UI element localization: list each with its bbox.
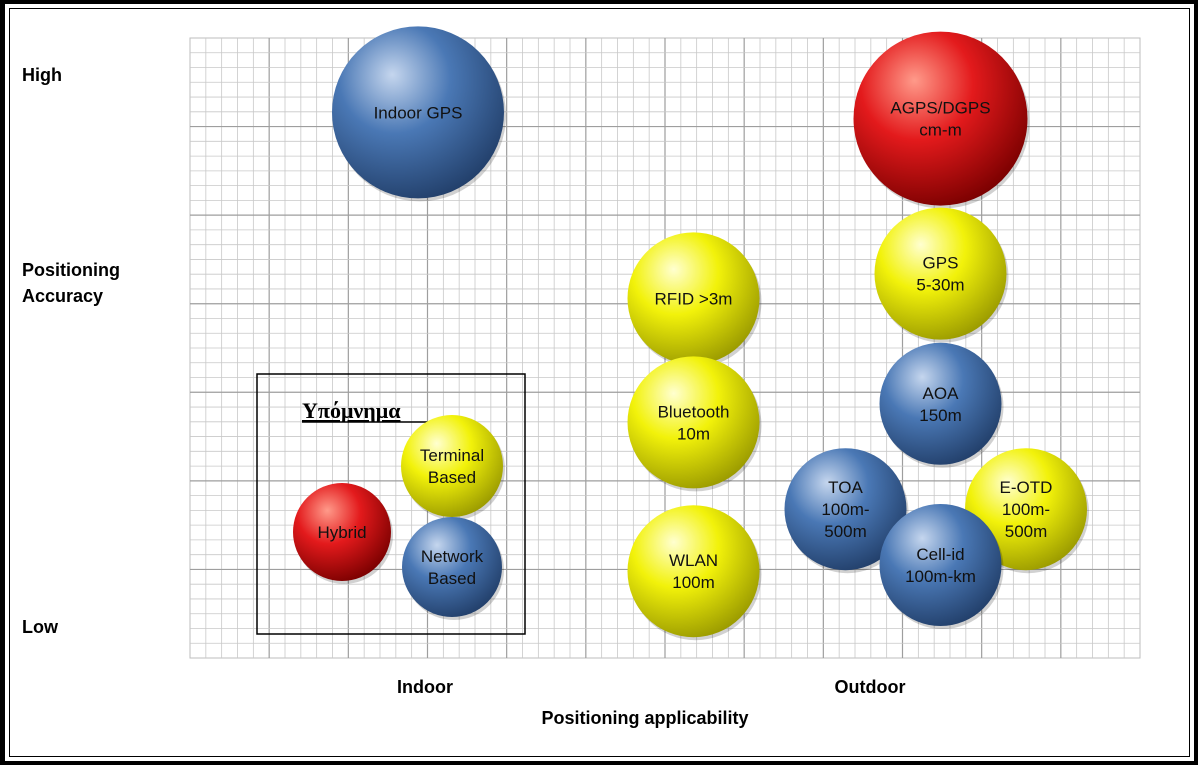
bubble-wlan-100m: WLAN 100m (627, 505, 762, 641)
x-category-indoor: Indoor (397, 677, 453, 697)
bubble-toa-100m-500m-circle (784, 448, 907, 571)
legend-item-network-label-0: Network (421, 547, 484, 566)
bubble-toa-100m-500m-label-0: TOA (828, 478, 863, 497)
bubble-agps-dgps-cm-m-label-0: AGPS/DGPS (890, 99, 990, 118)
legend-item-terminal-circle (401, 415, 503, 517)
legend-item-hybrid-circle (293, 483, 391, 581)
bubble-e-otd-100m-500m-label-0: E-OTD (1000, 478, 1053, 497)
legend-title: Υπόμνημα (302, 398, 401, 423)
bubble-cell-id-100m-km-circle (879, 504, 1002, 626)
bubble-agps-dgps-cm-m-circle (853, 31, 1028, 206)
bubble-toa-100m-500m: TOA 100m- 500m (784, 448, 909, 574)
y-tick-low: Low (22, 617, 58, 637)
bubble-rfid-3m-circle (627, 232, 760, 365)
bubble-bluetooth-10m-circle (627, 356, 760, 489)
bubble-agps-dgps-cm-m-label-1: cm-m (919, 121, 961, 140)
bubble-aoa-150m-circle (879, 342, 1002, 465)
bubble-indoor-gps-label-0: Indoor GPS (374, 103, 463, 122)
bubble-indoor-gps: Indoor GPS (332, 26, 506, 202)
bubble-aoa-150m: AOA 150m (879, 342, 1004, 468)
bubble-toa-100m-500m-label-1: 100m- (821, 500, 869, 519)
bubble-bluetooth-10m-label-1: 10m (677, 424, 710, 443)
bubble-aoa-150m-label-0: AOA (923, 384, 960, 403)
legend-item-hybrid-label-0: Hybrid (317, 523, 366, 542)
legend-box (256, 373, 526, 635)
bubble-gps-5-30m-circle (874, 207, 1007, 340)
bubble-e-otd-100m-500m-label-2: 500m (1005, 522, 1048, 541)
bubble-e-otd-100m-500m-label-1: 100m- (1002, 500, 1050, 519)
bubble-gps-5-30m-label-0: GPS (923, 254, 959, 273)
legend-item-hybrid: Hybrid (293, 483, 393, 584)
bubble-rfid-3m: RFID >3m (627, 232, 762, 368)
bubble-rfid-3m-label-0: RFID >3m (655, 289, 733, 308)
bubble-wlan-100m-label-1: 100m (672, 573, 715, 592)
legend-item-network-label-1: Based (428, 569, 476, 588)
bubble-wlan-100m-label-0: WLAN (669, 551, 718, 570)
bubble-cell-id-100m-km: Cell-id 100m-km (879, 504, 1004, 629)
x-axis-title: Positioning applicability (541, 708, 749, 728)
bubble-bluetooth-10m-label-0: Bluetooth (658, 402, 730, 421)
bubble-toa-100m-500m-label-2: 500m (824, 522, 867, 541)
y-axis-title: Positioning Accuracy (22, 260, 120, 306)
bubble-indoor-gps-circle (332, 26, 504, 199)
bubble-agps-dgps-cm-m: AGPS/DGPS cm-m (853, 31, 1030, 209)
legend-item-terminal-label-0: Terminal (420, 446, 484, 465)
y-tick-high: High (22, 65, 62, 85)
legend-item-network-circle (402, 517, 502, 617)
bubble-gps-5-30m: GPS 5-30m (874, 207, 1009, 343)
bubble-bluetooth-10m: Bluetooth 10m (627, 356, 762, 492)
bubble-wlan-100m-circle (627, 505, 760, 638)
bubble-cell-id-100m-km-label-1: 100m-km (905, 567, 976, 586)
bubble-cell-id-100m-km-label-0: Cell-id (916, 545, 964, 564)
x-category-outdoor: Outdoor (834, 677, 906, 697)
bubble-aoa-150m-label-1: 150m (919, 406, 962, 425)
bubble-gps-5-30m-label-1: 5-30m (916, 276, 964, 295)
legend-item-terminal-label-1: Based (428, 468, 476, 487)
